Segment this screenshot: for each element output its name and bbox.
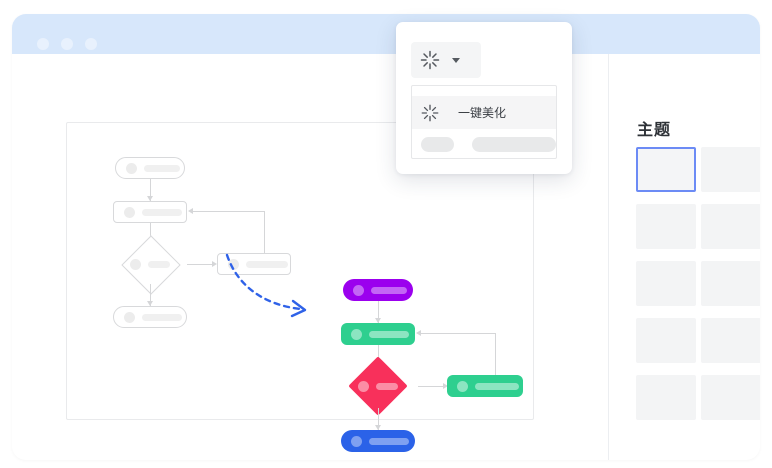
window-dot-maximize[interactable] — [85, 38, 97, 50]
arrowhead-icon — [443, 382, 448, 389]
plain-decision-node[interactable] — [113, 235, 187, 295]
plain-process-node[interactable] — [113, 201, 187, 223]
chevron-down-icon — [452, 57, 460, 63]
node-text-placeholder — [246, 260, 288, 268]
theme-swatch-grid — [636, 147, 760, 420]
placeholder-pill-large — [472, 136, 556, 152]
node-bullet-icon — [351, 328, 362, 340]
node-bullet-icon — [126, 162, 137, 174]
styled-end-node[interactable] — [341, 430, 415, 452]
node-bullet-icon — [124, 206, 135, 218]
arrowhead-icon — [374, 425, 381, 430]
connector-process-decision — [150, 223, 151, 245]
connector-process-decision — [378, 345, 379, 367]
styled-process-node[interactable] — [341, 323, 415, 345]
connector-decision-end — [378, 408, 379, 430]
node-bullet-icon — [358, 380, 369, 392]
arrowhead-icon — [374, 318, 381, 323]
panel-title: 主题 — [637, 122, 672, 139]
window-dot-close[interactable] — [37, 38, 49, 50]
window-titlebar — [12, 14, 760, 54]
node-bullet-icon — [124, 311, 135, 323]
connector-loop-horizontal — [193, 211, 264, 212]
menu-item-one-click-beautify[interactable]: 一键美化 — [412, 96, 556, 129]
styled-start-node[interactable] — [343, 279, 413, 301]
theme-sidepanel: 主题 — [609, 54, 760, 460]
node-text-placeholder — [142, 208, 182, 216]
app-window: 主题 — [12, 14, 760, 460]
theme-swatch-3[interactable] — [636, 204, 696, 249]
connector-start-process — [378, 301, 379, 323]
node-text-placeholder — [142, 313, 182, 321]
connector-start-process — [150, 179, 151, 201]
node-text-placeholder — [371, 286, 407, 294]
dashed-transform-arrow — [225, 253, 307, 318]
node-text-placeholder — [376, 382, 398, 390]
plain-start-node[interactable] — [115, 157, 185, 179]
connector-loop-vertical — [495, 333, 496, 375]
arrowhead-icon — [146, 301, 153, 306]
node-text-placeholder — [369, 330, 409, 338]
connector-decision-branch — [187, 264, 213, 265]
node-text-placeholder — [148, 260, 170, 268]
node-bullet-icon — [457, 380, 468, 392]
magic-burst-icon — [419, 49, 441, 71]
theme-swatch-8[interactable] — [701, 318, 760, 363]
arrowhead-icon — [416, 329, 421, 336]
theme-swatch-10[interactable] — [701, 375, 760, 420]
beautify-dropdown-trigger[interactable] — [411, 42, 481, 78]
theme-swatch-5[interactable] — [636, 261, 696, 306]
placeholder-pill-small — [421, 136, 455, 152]
arrowhead-icon — [212, 260, 217, 267]
arrowhead-icon — [146, 196, 153, 201]
theme-swatch-6[interactable] — [701, 261, 760, 306]
theme-swatch-1[interactable] — [636, 147, 696, 192]
node-bullet-icon — [228, 258, 239, 270]
styled-branch-node[interactable] — [447, 375, 523, 397]
node-text-placeholder — [475, 382, 519, 390]
node-text-placeholder — [144, 164, 180, 172]
theme-swatch-2[interactable] — [701, 147, 760, 192]
beautify-popup-card: 一键美化 — [396, 22, 572, 174]
beautify-dropdown-menu: 一键美化 — [411, 85, 557, 159]
menu-item-placeholder-row[interactable] — [412, 129, 556, 158]
node-bullet-icon — [130, 258, 141, 270]
theme-swatch-9[interactable] — [636, 375, 696, 420]
connector-decision-end — [150, 284, 151, 306]
magic-burst-icon — [420, 103, 440, 123]
node-bullet-icon — [351, 435, 362, 447]
menu-item-label: 一键美化 — [458, 106, 507, 120]
arrowhead-icon — [188, 207, 193, 214]
styled-decision-node[interactable] — [336, 356, 420, 416]
panel-divider — [608, 54, 609, 460]
theme-swatch-7[interactable] — [636, 318, 696, 363]
plain-branch-node[interactable] — [217, 253, 291, 275]
node-text-placeholder — [369, 437, 409, 445]
connector-decision-branch — [418, 386, 444, 387]
node-bullet-icon — [353, 284, 364, 296]
menu-top-spacer — [412, 86, 556, 96]
theme-swatch-4[interactable] — [701, 204, 760, 249]
window-dot-minimize[interactable] — [61, 38, 73, 50]
connector-loop-vertical — [264, 211, 265, 253]
plain-end-node[interactable] — [113, 306, 187, 328]
connector-loop-horizontal — [421, 333, 495, 334]
